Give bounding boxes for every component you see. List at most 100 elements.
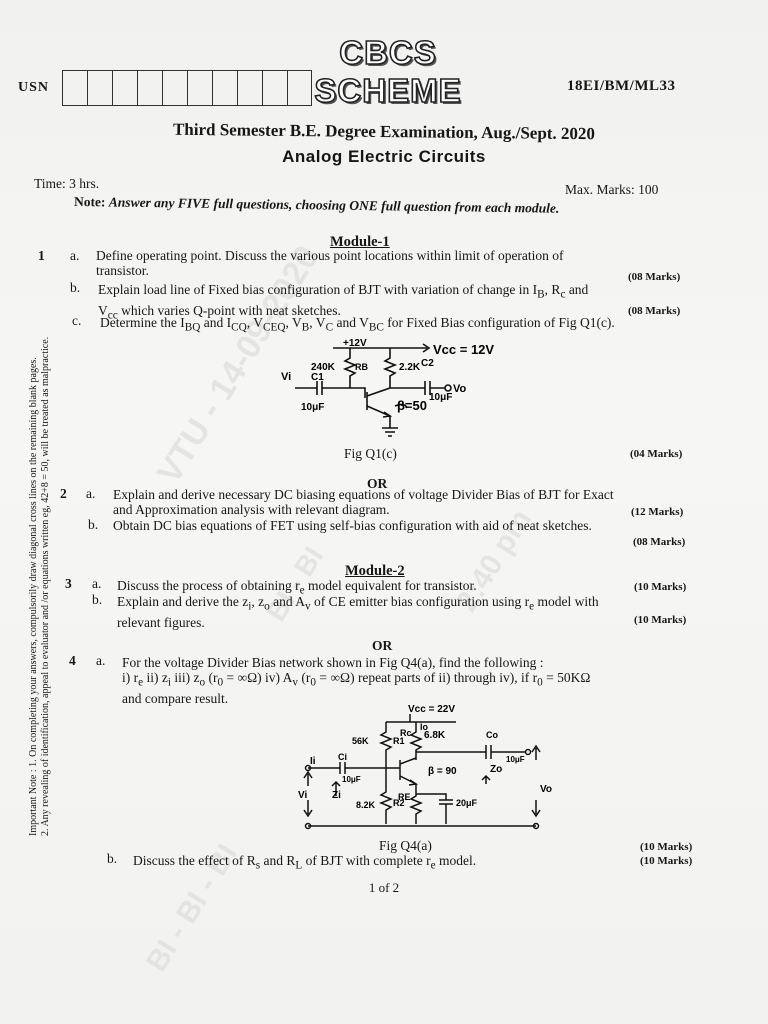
arrow-icon (422, 343, 431, 353)
q4a-part: = ∞Ω) iv) A (223, 670, 293, 685)
question-3-number: 3 (65, 576, 72, 591)
resistor-r2 (378, 768, 394, 824)
arrow-icon (303, 800, 313, 818)
fig-q4a-circuit: Vcc = 22V Io 56K R1 Rc 6.8K Co 10μF Ii C… (298, 704, 552, 830)
q4a-part: (r (298, 670, 311, 685)
fig-q1c-top: +12V (343, 338, 367, 349)
subscript: C (325, 321, 334, 334)
exam-time: Time: 3 hrs. (34, 176, 100, 191)
q2b-marks: (08 Marks) (633, 536, 686, 548)
fig-q4a-zo: Zo (490, 764, 502, 775)
q4b-part: and R (260, 853, 296, 868)
q1c-part: , V (285, 315, 302, 330)
fig-q1c-vi: Vi (281, 371, 291, 383)
q3b-part: , z (251, 594, 265, 609)
q1c-text: Determine the IBQ and ICQ, VCEQ, VB, VC … (100, 315, 700, 336)
fig-q1c-c2-val: 10μF (429, 392, 452, 403)
capacitor-ce (416, 793, 453, 824)
q1b-line1: Explain load line of Fixed bias configur… (98, 282, 538, 297)
usn-box (162, 70, 187, 106)
q1b-line2-tail: which varies Q-point with neat sketches. (117, 302, 341, 318)
note-label: Note: (73, 194, 106, 210)
q1b-label: b. (70, 280, 81, 295)
q3b-part: and A (269, 594, 305, 609)
subscript: c (560, 288, 566, 301)
fig-q4a-r1: 56K (352, 736, 369, 746)
subscript: B (537, 288, 545, 301)
side-note-line1: Important Note : 1. On completing your a… (28, 357, 39, 836)
fig-q4a-beta: β = 90 (428, 766, 457, 777)
q4a-marks: (10 Marks) (640, 841, 693, 853)
q4a-part: (r (205, 670, 218, 685)
fig-q4a-zi: Zi (332, 790, 341, 801)
fig-q1c-c1-val: 10μF (301, 402, 324, 413)
q1a-label: a. (70, 248, 80, 263)
capacitor-c2 (390, 381, 445, 395)
q3b-part: model with (534, 594, 599, 609)
fig-q4a-caption: Fig Q4(a) (379, 838, 432, 853)
q4a-part: iii) z (171, 670, 200, 685)
side-note-line2: 2. Any revealing of identification, appe… (40, 336, 51, 836)
module-1-heading: Module-1 (330, 234, 390, 250)
q3b-marks: (10 Marks) (634, 614, 687, 626)
fig-q4a-r1-name: R1 (393, 736, 405, 746)
fig-q4a-vi: Vi (298, 790, 307, 801)
q4a-part: = ∞Ω) repeat parts of ii) through iv), i… (316, 670, 538, 685)
usn-entry-boxes (62, 70, 312, 106)
q3b-text: Explain and derive the zi, zo and Av of … (117, 594, 697, 630)
question-2-number: 2 (60, 486, 67, 501)
q1a-text: Define operating point. Discuss the vari… (96, 248, 696, 278)
fig-q4a-r2: 8.2K (356, 800, 376, 810)
q4b-part: model. (435, 853, 477, 868)
q2a-label: a. (86, 486, 96, 501)
fig-q1c-caption: Fig Q1(c) (344, 446, 397, 461)
resistor-rc (408, 722, 424, 760)
subscript: v (304, 600, 311, 613)
subscript: BQ (184, 321, 201, 334)
fig-q1c-vcc: Vcc = 12V (433, 342, 494, 357)
q1c-marks: (04 Marks) (630, 448, 683, 460)
q3b-part: of CE emitter bias configuration using r (310, 594, 530, 609)
question-1-number: 1 (38, 248, 45, 263)
subscript: i (248, 600, 252, 613)
ground-icon (382, 427, 398, 437)
q3a-marks: (10 Marks) (634, 581, 687, 593)
q1b-line1-tail: and (565, 282, 589, 297)
subscript: L (295, 859, 303, 872)
fig-q1c-c2: C2 (421, 358, 434, 369)
fig-q4a-co-val: 10μF (506, 755, 525, 764)
transistor-collector (366, 387, 391, 397)
usn-box (62, 70, 87, 106)
q3a-label: a. (92, 576, 102, 591)
resistor-r1 (378, 722, 394, 762)
usn-box (137, 70, 162, 106)
module-2-heading: Module-2 (345, 563, 405, 579)
subscript: cc (107, 309, 118, 322)
q1c-part: , V (309, 315, 326, 330)
subject-code: 18EI/BM/ML33 (567, 78, 676, 94)
q4a-line1: For the voltage Divider Bias network sho… (122, 655, 544, 670)
q1b-line2: V (98, 302, 108, 318)
fig-q4a-io: Io (420, 722, 429, 732)
q3a-text: Discuss the process of obtaining re mode… (117, 578, 477, 599)
usn-box (262, 70, 287, 106)
q3a-part: model equivalent for transistor. (304, 578, 477, 593)
q3a-part: Discuss the process of obtaining r (117, 578, 300, 593)
q1c-label: c. (72, 313, 82, 328)
fig-q4a-rc: 6.8K (424, 730, 446, 741)
arrow-icon (481, 774, 491, 784)
fig-q4a-vo: Vo (540, 784, 552, 795)
q4a-part: = 50KΩ (542, 670, 591, 685)
subscript: B (301, 321, 310, 334)
q4a-text: For the voltage Divider Bias network sho… (122, 655, 702, 706)
resistor-rb (342, 348, 358, 388)
scheme-heading: CBCS SCHEME (314, 33, 462, 110)
subscript: BC (368, 321, 384, 334)
subscript: s (255, 859, 261, 872)
subscript: e (138, 676, 144, 689)
subject-title: Analog Electric Circuits (282, 147, 486, 166)
subscript: e (529, 600, 535, 613)
fig-q4a-re: RE (398, 792, 411, 802)
fig-q1c-rc: 2.2K (399, 362, 421, 373)
q3b-label: b. (92, 592, 103, 607)
